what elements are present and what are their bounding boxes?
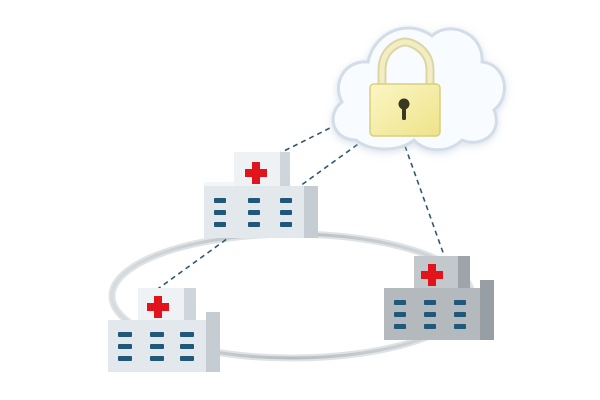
link-cloud-right-hospital [404, 145, 446, 259]
medical-cross-icon [421, 264, 443, 286]
padlock-icon [369, 37, 441, 137]
hospital-building-icon [204, 152, 318, 238]
medical-cross-icon [245, 162, 267, 184]
hospital-building-icon [384, 256, 494, 340]
medical-cross-icon [147, 296, 169, 318]
hospital-building-icon [108, 288, 220, 372]
keyhole-icon [398, 98, 410, 110]
